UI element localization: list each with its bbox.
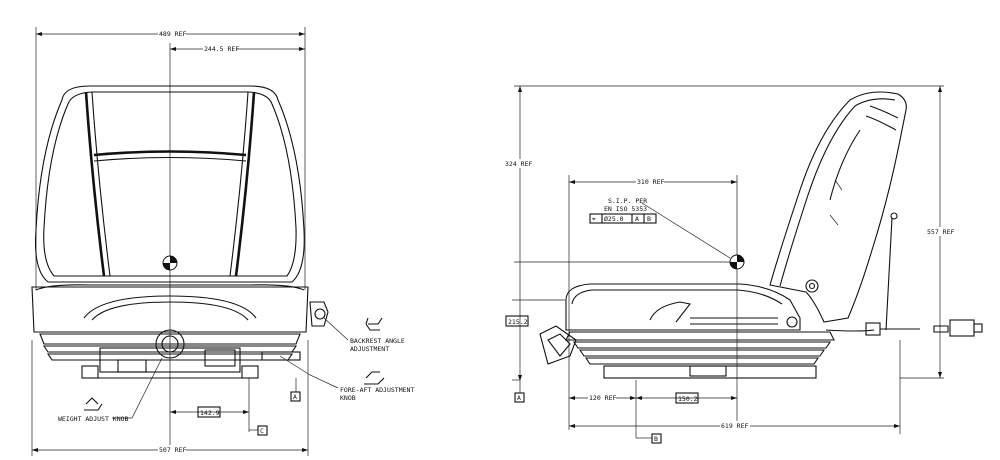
side-datum-b: B xyxy=(654,435,658,443)
sip-label-line1: S.I.P. PER xyxy=(608,197,647,205)
dim-base-width: 507 REF xyxy=(31,340,309,456)
dim-base-width-label: 507 REF xyxy=(159,446,186,454)
dim-sip-horizontal-label: 310 REF xyxy=(637,178,664,186)
callout-backrest-line2: ADJUSTMENT xyxy=(350,345,389,353)
dim-seat-height-label: 215.2 xyxy=(508,318,528,326)
dim-overall-width-label: 489 REF xyxy=(159,30,186,38)
sip-callout: S.I.P. PER EN ISO 5353 ⌖ Ø25.0 A B xyxy=(589,197,731,259)
tolerance-datum-a: A xyxy=(635,215,639,223)
callout-backrest: BACKREST ANGLE ADJUSTMENT xyxy=(323,317,405,353)
dim-height-right-label: 557 REF xyxy=(927,228,954,236)
dim-half-width-label: 244.5 REF xyxy=(204,45,239,53)
dim-overall-depth: 619 REF xyxy=(569,340,901,434)
callout-fore-aft-line1: FORE-AFT ADJUSTMENT xyxy=(340,386,414,394)
front-datum-c: C xyxy=(260,427,264,435)
callout-fore-aft: FORE-AFT ADJUSTMENT KNOB xyxy=(279,355,414,402)
tolerance-symbol: ⌖ xyxy=(592,215,596,223)
dim-height-total-label: 324 REF xyxy=(505,160,532,168)
callout-weight-adjust: WEIGHT ADJUST KNOB xyxy=(58,357,163,423)
tolerance-value: Ø25.0 xyxy=(604,215,624,223)
dim-depth: 120 REF 150.2 xyxy=(569,380,737,438)
tolerance-datum-b: B xyxy=(647,215,651,223)
sip-label-line2: EN ISO 5353 xyxy=(604,205,647,213)
side-cushion xyxy=(565,283,801,331)
dim-overall-width: 489 REF xyxy=(35,27,306,290)
callout-backrest-line1: BACKREST ANGLE xyxy=(350,337,405,345)
front-backrest xyxy=(34,85,305,283)
dim-height-right: 557 REF xyxy=(900,86,956,379)
dim-seat-height: 215.2 xyxy=(505,299,565,381)
dim-depth-left-label: 120 REF xyxy=(589,394,616,402)
dim-offset: 142.9 xyxy=(170,378,250,432)
dim-overall-depth-label: 619 REF xyxy=(721,422,748,430)
side-datum-a: A xyxy=(517,394,521,402)
front-view: 489 REF 244.5 REF xyxy=(31,27,414,456)
sip-target xyxy=(729,254,745,270)
dim-half-width: 244.5 REF xyxy=(170,44,305,53)
side-view: 324 REF 557 REF 310 REF S.I.P. PER EN IS xyxy=(502,85,983,444)
callout-weight-adjust-label: WEIGHT ADJUST KNOB xyxy=(58,415,129,423)
callout-fore-aft-line2: KNOB xyxy=(340,394,356,402)
front-datum-a: A xyxy=(293,393,297,401)
front-cushion xyxy=(31,284,309,333)
dim-sip-horizontal: 310 REF xyxy=(568,175,738,430)
front-base xyxy=(39,301,329,379)
dim-depth-mid-label: 150.2 xyxy=(678,395,698,403)
dim-height-total: 324 REF xyxy=(502,86,532,381)
side-base xyxy=(539,319,983,379)
side-backrest xyxy=(769,91,907,331)
dim-offset-label: 142.9 xyxy=(200,409,220,417)
